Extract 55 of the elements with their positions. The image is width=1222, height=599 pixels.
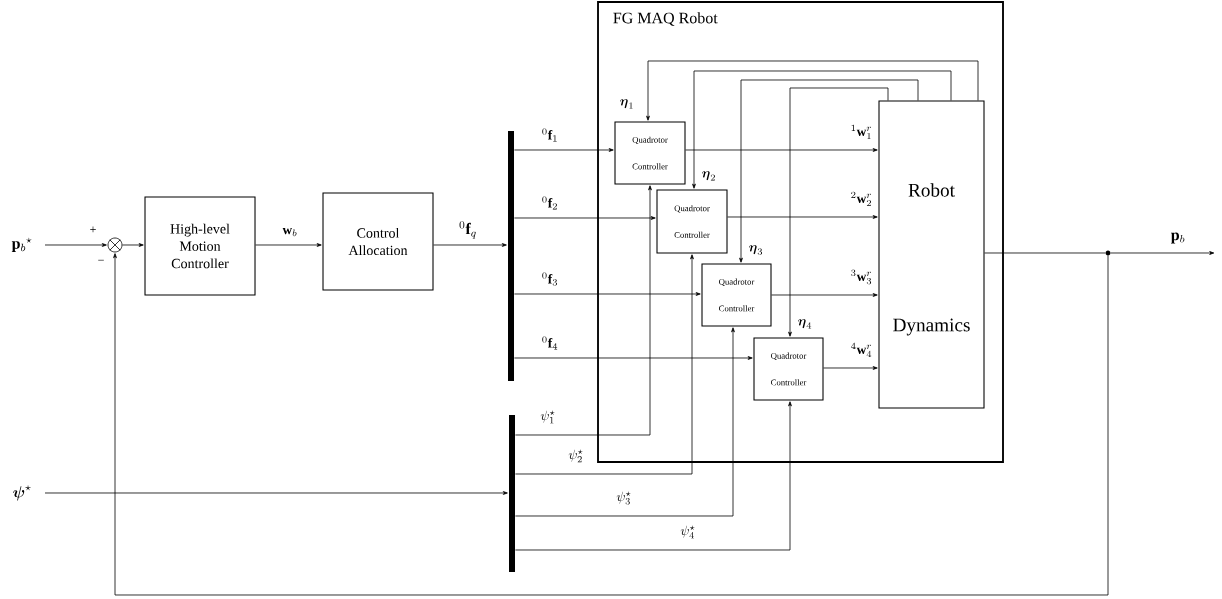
edge-label: $\mathbf{p}_b{}^\star$ xyxy=(11,237,32,253)
edge-label: $\boldsymbol{\psi}^\star$ xyxy=(13,485,31,501)
arrow xyxy=(255,243,322,247)
process-box: Control Allocation xyxy=(322,192,434,291)
arrow xyxy=(514,356,753,360)
arrow xyxy=(113,253,1109,596)
arrow xyxy=(646,60,979,121)
arrow xyxy=(514,292,701,296)
arrow xyxy=(739,79,919,263)
edge-label: ${}^{3}\mathbf{w}_3^r$ xyxy=(851,269,872,285)
edge-label: ${}^{0}\mathbf{f}_4$ xyxy=(542,336,558,350)
arrow xyxy=(823,366,878,370)
edge-label: $\boldsymbol{\eta}_1$ xyxy=(620,99,633,109)
edge-label: $\psi_1^\star$ xyxy=(540,410,555,424)
arrow xyxy=(727,215,878,219)
summing-junction xyxy=(107,237,123,253)
controller-box: Quadrotor Controller xyxy=(614,121,686,185)
arrow xyxy=(122,243,144,247)
arrow xyxy=(514,148,614,152)
arrow xyxy=(44,243,107,247)
arrow xyxy=(44,491,508,495)
edge-label: $\boldsymbol{\eta}_3$ xyxy=(749,245,762,255)
arrow xyxy=(788,87,889,337)
process-box: High-level Motion Controller xyxy=(144,196,256,296)
arrow xyxy=(515,327,735,517)
edge-label: $\psi_4^\star$ xyxy=(680,525,695,539)
sign-label: + xyxy=(90,226,96,233)
edge-label: $\psi_2^\star$ xyxy=(568,449,583,463)
branch-point xyxy=(1105,250,1111,256)
edge-label: $\psi_3^\star$ xyxy=(616,491,631,505)
arrow xyxy=(685,148,878,152)
edge-label: $\boldsymbol{\eta}_4$ xyxy=(798,319,812,329)
arrow xyxy=(1110,251,1215,255)
edge-label: $\mathbf{p}_b$ xyxy=(1171,232,1185,244)
controller-box: Quadrotor Controller xyxy=(753,337,824,401)
dynamics-box: Robot Dynamics xyxy=(878,100,985,409)
edge-label: ${}^{0}\mathbf{f}_2$ xyxy=(542,196,557,210)
edge-label: ${}^{4}\mathbf{w}_4^r$ xyxy=(851,342,872,358)
arrow xyxy=(692,70,952,189)
arrow xyxy=(433,243,507,247)
edge-label: $\mathbf{w}_b$ xyxy=(282,227,297,237)
edge-label: $\boldsymbol{\eta}_2$ xyxy=(702,171,715,181)
edge-label: ${}^{2}\mathbf{w}_2^r$ xyxy=(851,191,872,207)
controller-box: Quadrotor Controller xyxy=(701,263,772,327)
arrow xyxy=(515,401,792,551)
edge-label: ${}^{0}\mathbf{f}_3$ xyxy=(542,272,557,286)
arrow xyxy=(515,254,694,475)
arrow xyxy=(771,293,878,297)
edge-label: ${}^{0}\mathbf{f}_1$ xyxy=(542,128,557,142)
arrow xyxy=(514,216,656,220)
controller-box: Quadrotor Controller xyxy=(656,189,728,254)
edge-label: ${}^{0}\mathbf{f}_q$ xyxy=(459,221,476,239)
arrow xyxy=(515,185,652,436)
edge-label: ${}^{1}\mathbf{w}_1^r$ xyxy=(851,124,872,140)
sign-label: − xyxy=(98,259,104,261)
